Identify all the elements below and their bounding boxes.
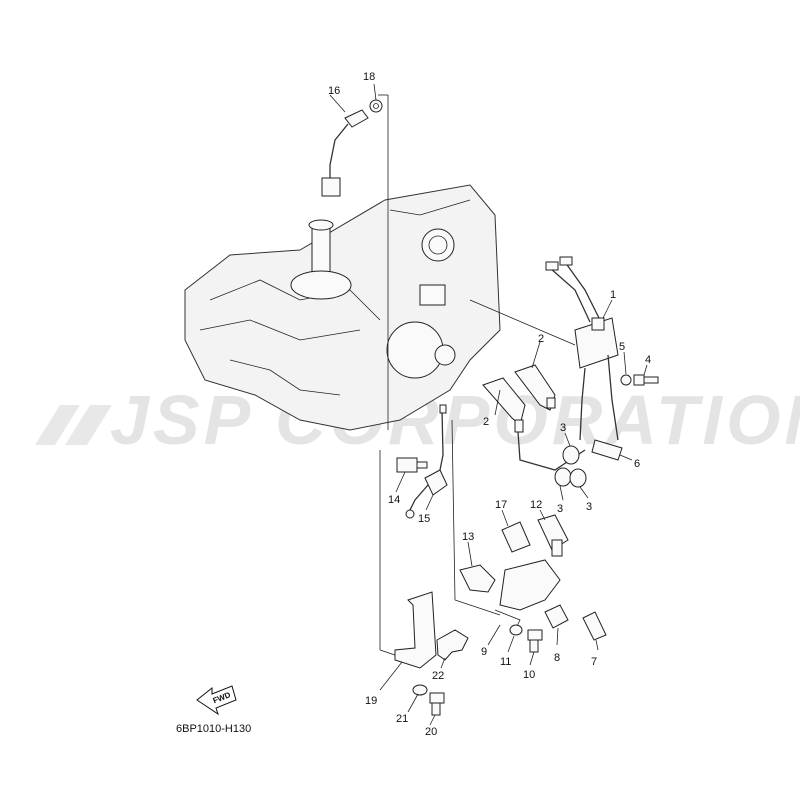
sensor-16 [321, 94, 369, 197]
bracket-9 [487, 559, 561, 646]
callout-7: 7 [591, 656, 597, 668]
case-13 [459, 541, 496, 593]
callout-9: 9 [481, 646, 487, 658]
callout-8: 8 [554, 652, 560, 664]
callout-16: 16 [328, 85, 340, 97]
callout-3: 3 [560, 422, 566, 434]
crankshaft-end [311, 224, 331, 276]
callout-22: 22 [432, 670, 444, 682]
engine-block [184, 184, 501, 431]
callout-18: 18 [363, 71, 375, 83]
callout-4: 4 [645, 354, 651, 366]
grommet-3a [562, 432, 580, 465]
callout-15: 15 [418, 513, 430, 525]
plug-7 [582, 611, 607, 651]
plug-cap-2a [514, 341, 556, 411]
grommet-3b [554, 467, 572, 501]
callout-11: 11 [500, 656, 511, 668]
bracket-19 [379, 591, 437, 691]
callout-20: 20 [425, 726, 437, 738]
leader-9 [451, 419, 456, 601]
clamp-6 [591, 439, 633, 461]
pulley [386, 321, 444, 379]
thermoswitch-15 [405, 404, 448, 519]
callout-21: 21 [396, 713, 408, 725]
watermark-logo-mark [35, 405, 112, 445]
callout-3: 3 [586, 501, 592, 513]
cap-8 [544, 604, 569, 646]
callout-14: 14 [388, 494, 400, 506]
washer-11 [507, 624, 523, 653]
callout-6: 6 [634, 458, 640, 470]
watermark-text: JSP CORPORATION [110, 381, 800, 459]
callout-5: 5 [619, 341, 625, 353]
callouts: 1 2 2 3 3 3 4 5 6 7 8 9 10 11 12 13 14 1… [328, 71, 651, 738]
sender-14 [395, 457, 428, 493]
callout-10: 10 [523, 669, 535, 681]
callout-12: 12 [530, 499, 542, 511]
callout-2: 2 [483, 416, 489, 428]
washer-5 [620, 351, 632, 386]
cylinder-port [421, 228, 455, 262]
bolt-4 [633, 364, 659, 386]
bolt-20 [429, 692, 445, 726]
connector-12 [537, 509, 569, 557]
diagram-code: 6BP1010-H130 [176, 723, 251, 735]
washer-18 [369, 83, 383, 113]
callout-19: 19 [365, 695, 377, 707]
callout-2: 2 [538, 333, 544, 345]
fwd-arrow: FWD [196, 685, 237, 716]
watermark: JSP CORPORATION [35, 381, 800, 459]
callout-17: 17 [495, 499, 507, 511]
leader-coil [469, 299, 576, 346]
bolt-10 [527, 629, 543, 666]
washer-21 [407, 684, 428, 713]
clip-22 [436, 629, 469, 669]
grommet-3c [569, 468, 589, 499]
callout-3: 3 [557, 503, 563, 515]
plug-cap-2b [482, 377, 526, 433]
ignition-coil-1 [545, 256, 619, 441]
callout-1: 1 [610, 289, 616, 301]
callout-13: 13 [462, 531, 474, 543]
holder-17 [501, 509, 531, 553]
